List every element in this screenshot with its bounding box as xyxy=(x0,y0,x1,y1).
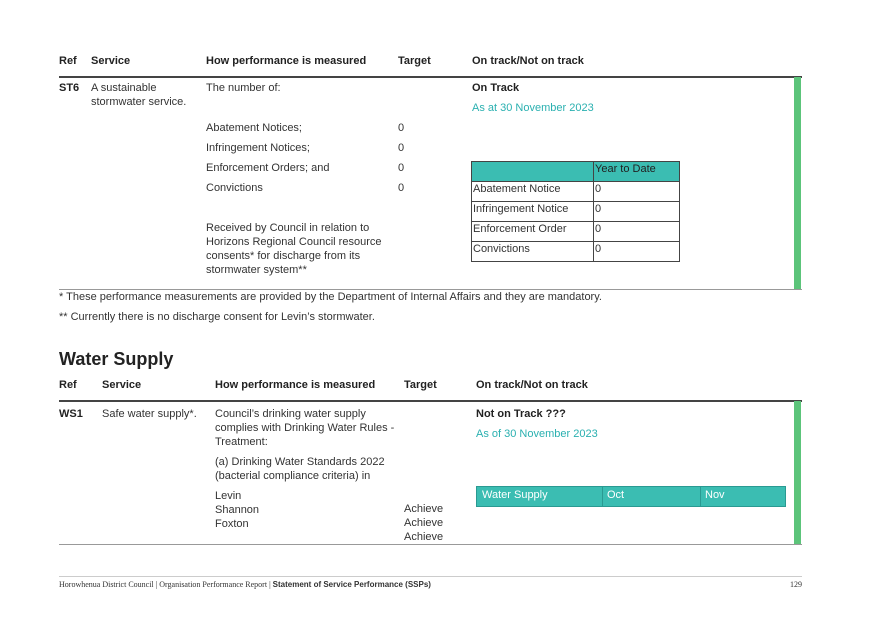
ytd-row-value: 0 xyxy=(593,241,680,262)
table-header-divider xyxy=(700,487,701,506)
ytd-header-blank xyxy=(471,161,594,182)
header-service: Service xyxy=(102,379,142,391)
header-ref: Ref xyxy=(59,379,77,391)
footer-rule xyxy=(59,576,802,577)
received-line: stormwater system** xyxy=(206,264,307,276)
measure-target: 0 xyxy=(398,142,405,154)
town-target: Achieve xyxy=(404,503,444,515)
as-at-date: As at 30 November 2023 xyxy=(472,102,594,114)
footer-org: Horowhenua District Council | Organisati… xyxy=(59,580,273,589)
header-rule xyxy=(59,76,802,78)
received-line: Received by Council in relation to xyxy=(206,222,370,234)
footnote: ** Currently there is no discharge conse… xyxy=(59,311,375,323)
header-track: On track/Not on track xyxy=(472,55,584,67)
ytd-row-label: Infringement Notice xyxy=(471,201,594,222)
measure-item: Abatement Notices; xyxy=(206,122,302,134)
ytd-row-label: Convictions xyxy=(471,241,594,262)
received-line: Horizons Regional Council resource xyxy=(206,236,382,248)
measure-target: 0 xyxy=(398,162,405,174)
ytd-row-value: 0 xyxy=(593,181,680,202)
town-name: Shannon xyxy=(215,504,260,516)
as-of-date: As of 30 November 2023 xyxy=(476,428,598,440)
town-name: Foxton xyxy=(215,518,249,530)
page-number: 129 xyxy=(790,580,802,589)
ytd-row-value: 0 xyxy=(593,201,680,222)
measure-item: Enforcement Orders; and xyxy=(206,162,330,174)
service-line-1: A sustainable xyxy=(91,82,157,94)
ytd-row-label: Enforcement Order xyxy=(471,221,594,242)
town-target: Achieve xyxy=(404,531,444,543)
table-header-divider xyxy=(602,487,603,506)
header-measure: How performance is measured xyxy=(215,379,376,391)
table-header-water-supply: Water Supply xyxy=(482,489,548,501)
header-target: Target xyxy=(404,379,437,391)
status-bar xyxy=(794,401,801,545)
ytd-row-value: 0 xyxy=(593,221,680,242)
row-rule xyxy=(59,289,802,290)
footnote: * These performance measurements are pro… xyxy=(59,291,602,303)
measure-item: Convictions xyxy=(206,182,263,194)
header-ref: Ref xyxy=(59,55,77,67)
section-title: Water Supply xyxy=(59,349,174,369)
header-target: Target xyxy=(398,55,431,67)
footer-report-title: Statement of Service Performance (SSPs) xyxy=(272,580,431,589)
town-target: Achieve xyxy=(404,517,444,529)
footer-text: Horowhenua District Council | Organisati… xyxy=(59,580,431,589)
ytd-row-label: Abatement Notice xyxy=(471,181,594,202)
measure-item: Infringement Notices; xyxy=(206,142,310,154)
measure-intro: The number of: xyxy=(206,82,281,94)
ytd-header: Year to Date xyxy=(593,161,680,182)
measure-line: Treatment: xyxy=(215,436,268,448)
row-rule xyxy=(59,544,802,545)
service-line-2: stormwater service. xyxy=(91,96,187,108)
year-to-date-table: Year to Date Abatement Notice 0 Infringe… xyxy=(471,161,680,262)
service-label: Safe water supply*. xyxy=(102,408,197,420)
measure-target: 0 xyxy=(398,182,405,194)
row-ref: ST6 xyxy=(59,82,80,94)
header-service: Service xyxy=(91,55,131,67)
row-ref: WS1 xyxy=(59,408,83,420)
measure-line: complies with Drinking Water Rules - xyxy=(215,422,395,434)
measure-line: Council’s drinking water supply xyxy=(215,408,366,420)
header-track: On track/Not on track xyxy=(476,379,588,391)
measure-sub-line: (a) Drinking Water Standards 2022 xyxy=(215,456,385,468)
table-header-oct: Oct xyxy=(607,489,625,501)
header-measure: How performance is measured xyxy=(206,55,367,67)
status-bar xyxy=(794,77,801,289)
measure-target: 0 xyxy=(398,122,405,134)
header-rule xyxy=(59,400,802,402)
table-header-nov: Nov xyxy=(705,489,725,501)
measure-sub-line: (bacterial compliance criteria) in xyxy=(215,470,371,482)
received-line: consents* for discharge from its xyxy=(206,250,361,262)
status-label: On Track xyxy=(472,82,520,94)
water-supply-table-header: Water Supply Oct Nov xyxy=(476,486,786,507)
town-name: Levin xyxy=(215,490,242,502)
status-label: Not on Track ??? xyxy=(476,408,566,420)
